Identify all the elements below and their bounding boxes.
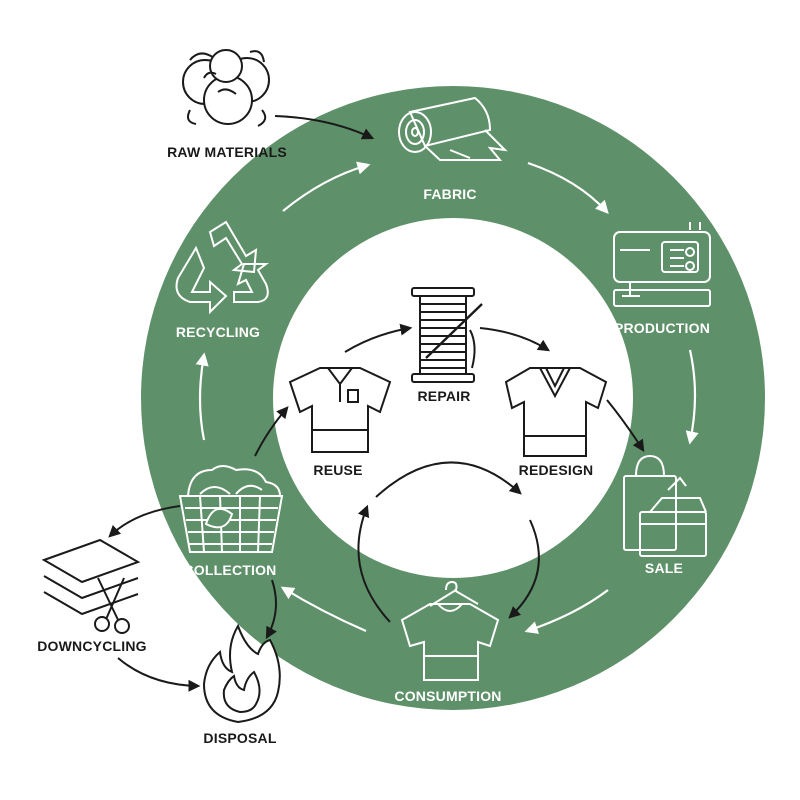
inner-circle	[273, 218, 633, 578]
scissors-and-sheets-icon	[41, 538, 141, 634]
arrow-consumption-to-collection	[280, 586, 367, 633]
repair-label: REPAIR	[417, 388, 471, 404]
arrow-inner-top	[375, 461, 522, 498]
downcycling-label: DOWNCYCLING	[37, 638, 147, 654]
raw-materials-label: RAW MATERIALS	[167, 144, 287, 160]
reuse-label: REUSE	[313, 462, 363, 478]
arrow-production-to-sale	[685, 349, 699, 445]
consumption-label: CONSUMPTION	[394, 688, 502, 704]
thread-spool-icon	[411, 287, 483, 383]
arrow-raw-to-fabric	[274, 115, 375, 140]
arrow-inner-left	[357, 504, 391, 623]
collection-label: COLLECTION	[183, 562, 277, 578]
fabric-roll-icon	[398, 96, 508, 161]
arrow-sale-to-consumption	[524, 589, 609, 634]
arrow-inner-right	[508, 519, 540, 619]
recycle-arrows-icon	[175, 220, 269, 315]
disposal-label: DISPOSAL	[203, 730, 277, 746]
recycling-label: RECYCLING	[175, 324, 261, 340]
v-neck-shirt-icon	[504, 367, 608, 457]
arrow-recycling-to-fabric	[282, 161, 371, 212]
arrow-collection-to-downcycling	[108, 505, 181, 538]
sewing-machine-icon	[613, 222, 711, 307]
shopping-bag-icon	[623, 454, 707, 557]
arrow-collection-to-reuse	[254, 406, 289, 457]
arrow-reuse-to-repair	[344, 323, 413, 353]
laundry-basket-icon	[178, 465, 284, 553]
arrow-collection-to-disposal	[265, 579, 277, 640]
redesign-label: REDESIGN	[518, 462, 594, 478]
polo-shirt-icon	[288, 367, 392, 453]
arrow-collection-to-recycling	[195, 352, 209, 441]
arrow-redesign-to-sale	[606, 399, 645, 453]
t-shirt-on-hanger-icon	[400, 580, 500, 681]
cotton-boll-icon	[182, 49, 270, 127]
fabric-label: FABRIC	[423, 186, 477, 202]
production-label: PRODUCTION	[613, 320, 711, 336]
fire-icon	[202, 623, 281, 724]
arrow-downcycling-to-disposal	[117, 657, 201, 692]
arrow-fabric-to-production	[527, 161, 609, 214]
arrow-repair-to-redesign	[479, 327, 551, 352]
sale-label: SALE	[644, 560, 684, 576]
